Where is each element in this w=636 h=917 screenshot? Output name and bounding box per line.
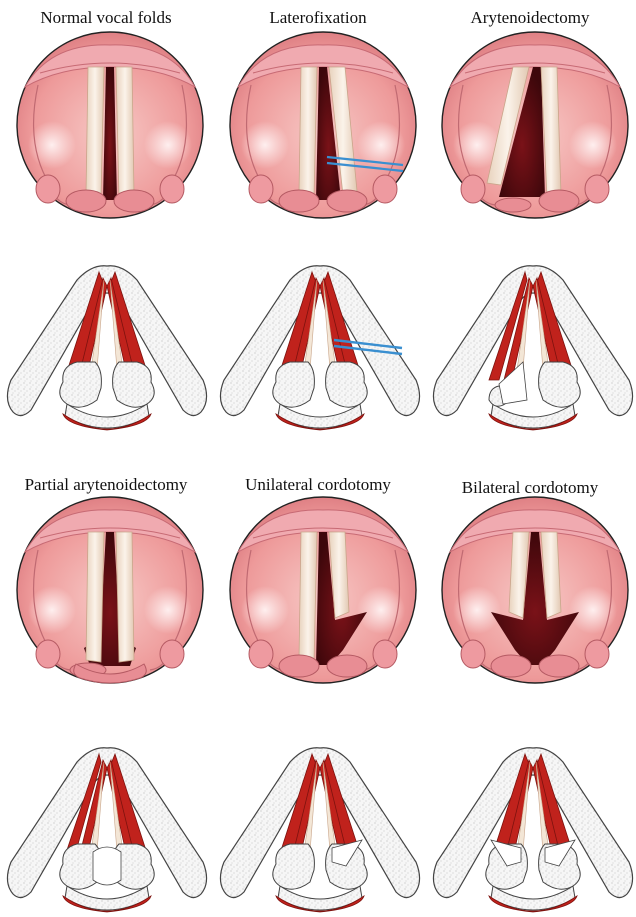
arytenoid-cartilage-left: [273, 844, 315, 889]
arytenoid-cartilage-left: [273, 362, 315, 407]
thyroid-cartilage: [7, 266, 206, 416]
thyroid-cartilage: [433, 266, 632, 416]
resection-area: [93, 847, 121, 885]
arytenoid-cartilage-right: [539, 362, 581, 407]
anatomical-diagram-partial: [7, 748, 206, 912]
anatomical-diagram-unilateral: [220, 748, 419, 912]
anatomical-diagram-normal: [7, 266, 206, 430]
arytenoid-cartilage-right: [326, 362, 368, 407]
anatomical-diagram-laterofixation: [220, 266, 419, 430]
anatomical-diagram-arytenoidectomy: [433, 266, 632, 430]
arytenoid-cartilage-right: [113, 362, 155, 407]
arytenoid-cartilage-left: [60, 362, 102, 407]
thyroid-cartilage: [220, 748, 419, 898]
anatomical-diagram-bilateral: [433, 748, 632, 912]
thyroid-cartilage: [220, 266, 419, 416]
thyroid-cartilage: [433, 748, 632, 898]
